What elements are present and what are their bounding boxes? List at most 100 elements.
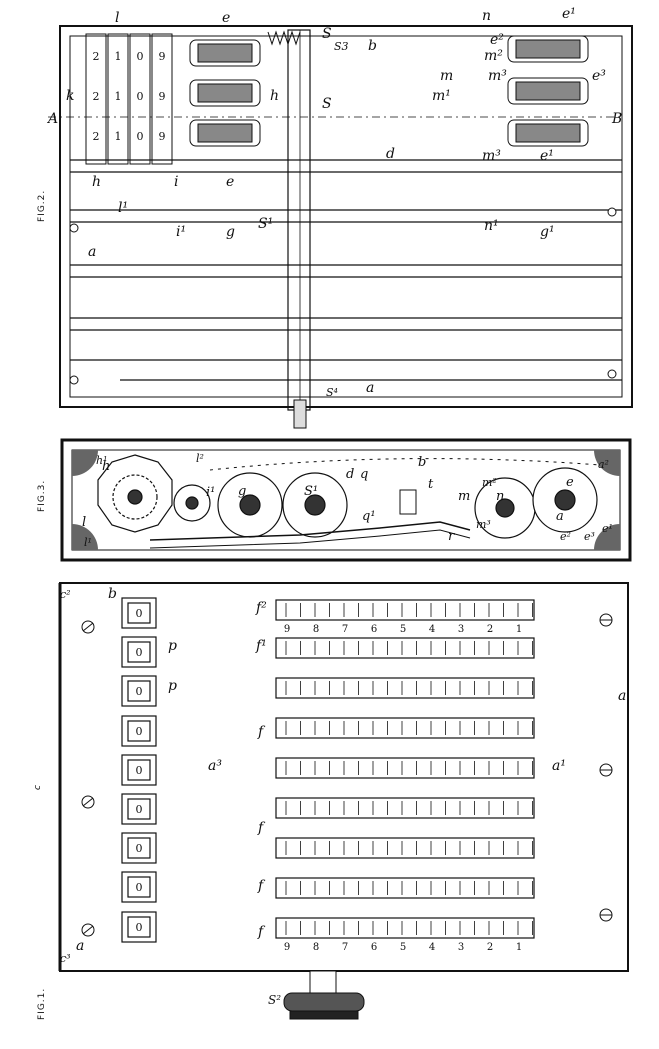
scale-digit: 6 <box>371 942 377 953</box>
fig3-label-n: n <box>496 489 504 504</box>
label-s4: S⁴ <box>326 386 338 399</box>
fig3-label-l1: l¹ <box>84 536 92 549</box>
fig1-label-a-right: a <box>618 688 626 704</box>
fig3-label-e3: e³ <box>584 530 595 543</box>
fig3-label-m3: m³ <box>476 518 491 531</box>
fig2-shaft-d <box>287 29 311 411</box>
scale-digit: 6 <box>371 624 377 635</box>
fig1-label-f: f <box>257 820 266 836</box>
label-a-bottom: a <box>366 380 374 396</box>
wheel-digit: 2 <box>93 50 100 63</box>
fig1-label-f2: f² <box>255 600 267 616</box>
fig2-gear-stack-right <box>507 35 589 147</box>
fig2-outer-frame <box>59 25 633 408</box>
scale-digit: 3 <box>458 624 464 635</box>
register-digit: 0 <box>136 921 143 934</box>
register-digit: 0 <box>136 764 143 777</box>
fig1-label-f: f <box>257 878 266 894</box>
fig1-label-c: c <box>33 784 43 790</box>
fig2-rods <box>70 159 622 381</box>
label-g: g <box>226 224 235 240</box>
figure-2: 2 1 0 9 2 1 0 9 2 1 0 9 <box>37 6 633 429</box>
figure-3: l h l² i¹ g S¹ d q t b m n m² m³ q¹ r e … <box>37 438 632 562</box>
wheel-digit: 0 <box>137 90 144 103</box>
fig3-label-b: b <box>418 455 426 470</box>
wheel-digit: 2 <box>93 130 100 143</box>
label-s3: S3 <box>334 40 349 53</box>
register-digit: 0 <box>136 685 143 698</box>
label-k: k <box>66 88 74 104</box>
fig3-label-h: h <box>102 459 110 474</box>
label-h: h <box>270 88 279 104</box>
scale-digit: 2 <box>487 942 493 953</box>
fig1-label-a1: a¹ <box>552 758 566 774</box>
gear-icon <box>97 454 598 539</box>
label-e2: e² <box>490 32 504 48</box>
label-e1: e¹ <box>562 6 576 22</box>
wheel-digit: 1 <box>115 90 122 103</box>
fig3-label-l: l <box>82 515 86 530</box>
label-l: l <box>115 10 119 26</box>
fig3-label-e2: e² <box>560 530 571 543</box>
scale-digit: 7 <box>342 624 348 635</box>
knurled-knob-icon <box>283 970 365 1020</box>
fig3-label-d: d <box>346 467 354 482</box>
label-b: b <box>368 38 377 54</box>
fig1-label-p: p <box>168 678 177 694</box>
screw-head-icon <box>69 207 617 385</box>
scale-digit: 9 <box>284 942 290 953</box>
fig1-label-a3: a³ <box>208 758 222 774</box>
wheel-digit: 9 <box>159 130 166 143</box>
spring-icon <box>267 30 301 46</box>
fig3-label-e1: e¹ <box>602 522 613 535</box>
label-n: n <box>482 8 491 24</box>
scale-digit: 8 <box>313 942 319 953</box>
fig3-label-t: t <box>428 477 434 492</box>
fig3-caption: FIG.3. <box>37 480 47 512</box>
wheel-digit: 1 <box>115 130 122 143</box>
scale-digit: 8 <box>313 624 319 635</box>
fig3-label-e: e <box>566 475 574 490</box>
register-digit: 0 <box>136 607 143 620</box>
scale-digit: 2 <box>487 624 493 635</box>
screw-head-icon <box>81 613 613 937</box>
scale-digit: 5 <box>400 624 406 635</box>
section-mark-a: A <box>46 111 58 127</box>
label-m1: m¹ <box>432 88 451 104</box>
fig3-lever <box>149 521 471 541</box>
register-digit: 0 <box>136 881 143 894</box>
scale-digit: 9 <box>284 624 290 635</box>
fig1-label-c3: c³ <box>60 952 71 965</box>
fig2-gear-stack-left <box>189 39 261 147</box>
fig1-caption: FIG.1. <box>37 988 47 1020</box>
wheel-digit: 9 <box>159 50 166 63</box>
register-digit: 0 <box>136 803 143 816</box>
label-s: S <box>322 26 332 42</box>
figure-1: 0 0 0 0 0 0 0 0 0 9 8 7 <box>33 582 629 1020</box>
scale-digit: 1 <box>516 942 522 953</box>
fig1-label-s2: S² <box>268 993 281 1007</box>
fig1-label-b: b <box>108 586 117 602</box>
scale-digit: 4 <box>429 624 435 635</box>
label-e1-lower: e¹ <box>540 148 554 164</box>
scale-digit: 7 <box>342 942 348 953</box>
label-i1: i¹ <box>176 224 186 240</box>
fig1-register-windows <box>121 597 157 943</box>
fig1-label-a: a <box>76 938 84 954</box>
scale-digit: 4 <box>429 942 435 953</box>
register-digit: 0 <box>136 725 143 738</box>
fig3-label-m2: m² <box>482 476 497 489</box>
label-a: a <box>88 244 96 260</box>
fig3-label-r: r <box>448 529 455 544</box>
scale-digit: 1 <box>516 624 522 635</box>
label-e: e <box>222 10 230 26</box>
label-s1: S¹ <box>258 216 273 232</box>
fig3-label-q1: q¹ <box>362 509 376 524</box>
label-e-lower: e <box>226 174 234 190</box>
label-h-left: h <box>92 174 101 190</box>
label-d: d <box>386 146 395 162</box>
wheel-digit: 9 <box>159 90 166 103</box>
fig3-label-i1: i¹ <box>206 485 215 500</box>
fig1-keyboard-slots <box>275 599 535 939</box>
